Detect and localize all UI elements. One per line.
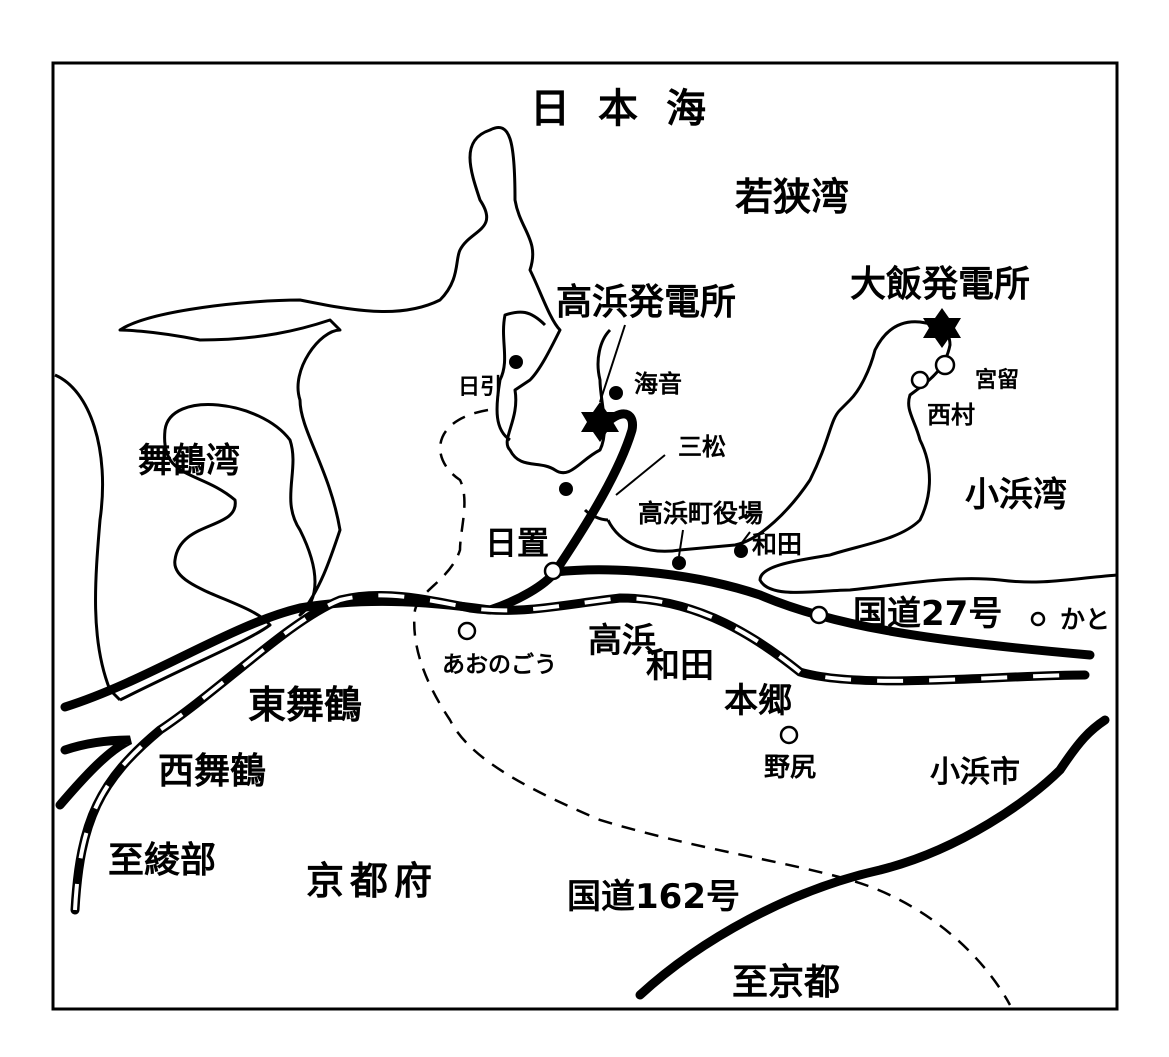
label-wada-station: 和田 bbox=[646, 646, 714, 686]
label-nishi-maizuru: 西舞鶴 bbox=[158, 751, 266, 792]
label-miyadome: 宮留 bbox=[975, 367, 1019, 393]
railway-east bbox=[550, 565, 1095, 660]
nishimura-marker-icon bbox=[910, 370, 930, 390]
label-town-office: 高浜町役場 bbox=[638, 499, 763, 528]
kato-marker-icon bbox=[1030, 611, 1046, 627]
label-takahama-station: 高浜 bbox=[588, 621, 656, 661]
label-obama-city: 小浜市 bbox=[930, 755, 1020, 790]
jr-line-maizuru bbox=[55, 735, 133, 810]
label-wakasa-bay: 若狭湾 bbox=[735, 175, 849, 219]
town-office-dot bbox=[672, 556, 686, 570]
nojiri-marker-icon bbox=[779, 725, 799, 745]
label-mimatsu: 三松 bbox=[678, 433, 726, 461]
route27-marker-icon bbox=[809, 605, 829, 625]
label-to-kyoto: 至京都 bbox=[732, 961, 840, 1003]
label-route27: 国道27号 bbox=[853, 594, 1002, 634]
coastline-takahama-peninsula bbox=[54, 373, 122, 702]
aonogou-station-icon bbox=[457, 621, 477, 641]
route162-road bbox=[635, 715, 1110, 1000]
hioki-station-icon bbox=[543, 561, 563, 581]
label-kato: かと bbox=[1060, 605, 1110, 634]
label-sea: 日本海 bbox=[530, 86, 734, 132]
route27-road bbox=[413, 408, 1012, 1006]
label-aonogou: あおのごう bbox=[442, 651, 557, 678]
label-hioki: 日置 bbox=[485, 524, 549, 562]
label-kanon: 海音 bbox=[634, 370, 682, 398]
coastline-hibiki bbox=[495, 310, 547, 442]
label-nojiri: 野尻 bbox=[764, 753, 816, 783]
hibiki-dot bbox=[509, 355, 523, 369]
takahama-plant-icon bbox=[581, 402, 619, 442]
label-to-ayabe: 至綾部 bbox=[108, 840, 216, 881]
ohi-plant-icon bbox=[923, 308, 961, 348]
label-kyoto-pref: 京都府 bbox=[306, 859, 438, 903]
wada-dot bbox=[734, 544, 748, 558]
label-nishimura: 西村 bbox=[927, 401, 975, 429]
label-ohi-plant: 大飯発電所 bbox=[850, 264, 1030, 305]
dot bbox=[559, 482, 573, 496]
label-wada-village: 和田 bbox=[752, 530, 802, 559]
label-obama-bay: 小浜湾 bbox=[965, 475, 1067, 515]
miyadome-marker-icon bbox=[934, 354, 956, 376]
jr-line-main bbox=[70, 590, 1090, 915]
label-maizuru-bay: 舞鶴湾 bbox=[138, 441, 240, 481]
label-hibiki: 日引 bbox=[458, 375, 502, 400]
label-hongo-station: 本郷 bbox=[724, 681, 792, 721]
coastline-wada bbox=[606, 320, 1118, 594]
kanon-dot bbox=[609, 386, 623, 400]
label-takahama-plant: 高浜発電所 bbox=[556, 282, 736, 323]
coastline-maizuru bbox=[118, 126, 612, 702]
label-route162: 国道162号 bbox=[567, 877, 740, 917]
label-higashi-maizuru: 東舞鶴 bbox=[248, 683, 362, 727]
